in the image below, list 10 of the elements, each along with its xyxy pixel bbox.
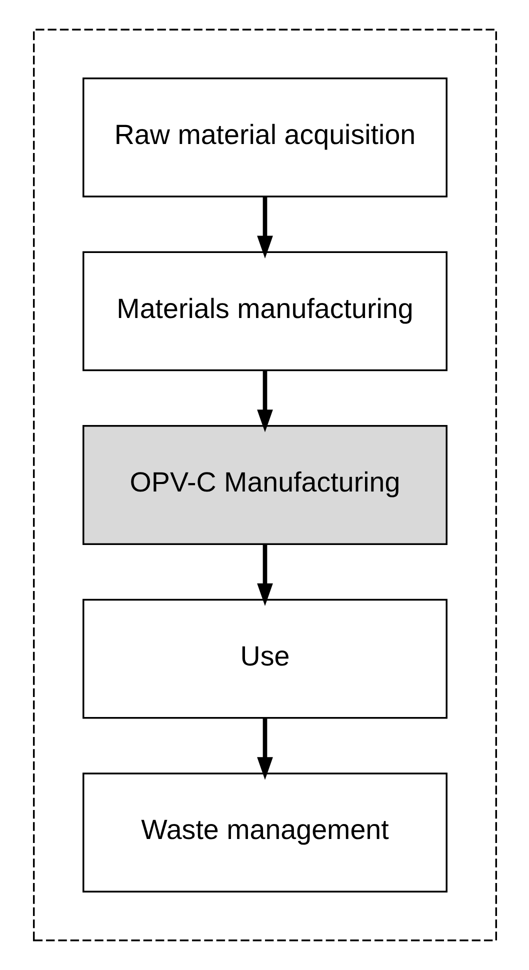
arrow [256,544,272,606]
node-box: Raw material acquisition [82,77,447,198]
node-box: OPV-C Manufacturing [82,425,447,545]
arrow [256,196,272,258]
arrow [256,718,272,780]
cluster [32,28,497,942]
node-box: Use [82,598,447,719]
node-box: Waste management [82,772,447,893]
arrow [256,370,272,432]
node-box: Materials manufacturing [82,251,447,372]
